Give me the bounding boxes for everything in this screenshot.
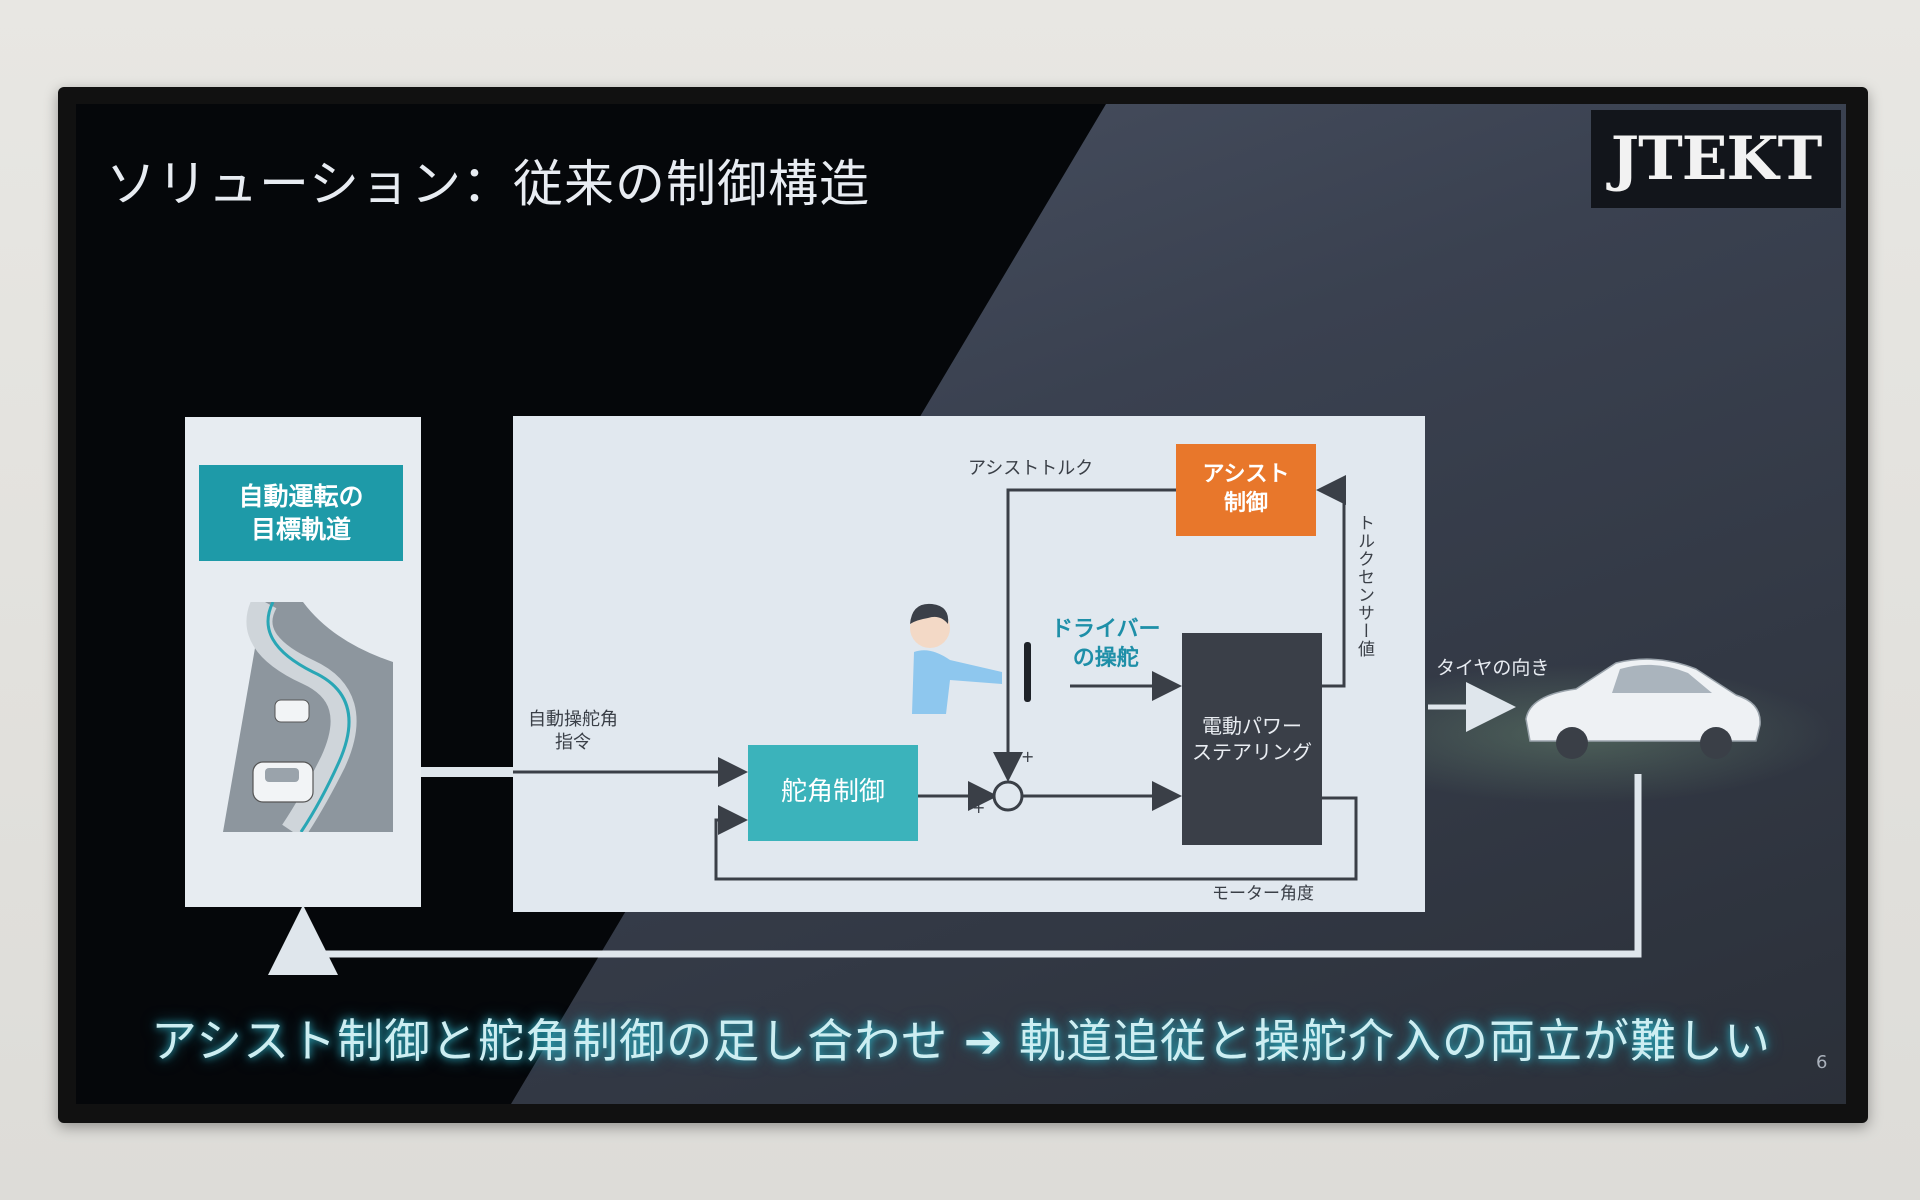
control-flow-lines [268,475,1642,975]
torque-sensor-label: トルクセンサー値 [1354,514,1374,658]
tire-direction-label: タイヤの向き [1436,657,1550,679]
assist-control-text: アシスト 制御 [1202,462,1290,516]
assist-torque-line [993,488,1176,782]
road-illustration-icon [223,602,393,832]
target-trajectory-label: 自動運転の 目標軌道 [199,465,403,561]
target-trajectory-panel: 自動運転の 目標軌道 [185,417,421,907]
page-number: 6 [1816,1052,1828,1073]
steering-wheel-icon [1024,642,1031,702]
assist-torque-label: アシストトルク [968,458,1094,479]
torque-sensor-line [1316,475,1346,688]
slide-screen: ソリューション：従来の制御構造 JTEKT 自動運転の 目標軌道 [76,104,1846,1104]
driver-steering-label: ドライバー の操舵 [1051,617,1161,671]
logo-text: JTEKT [1610,124,1823,194]
target-trajectory-text: 自動運転の 目標軌道 [238,482,364,544]
motor-angle-label: モーター角度 [1212,884,1314,904]
summing-junction-icon [992,780,1024,812]
assist-control-box: アシスト 制御 [1176,444,1316,536]
electric-power-steering-box: 電動パワー ステアリング [1182,633,1322,845]
slide-title: ソリューション：従来の制御構造 [106,155,870,213]
bottom-statement: アシスト制御と舵角制御の足し合わせ ➔ 軌道追従と操舵介入の両立が難しい [151,1014,1771,1068]
steering-angle-command-label: 自動操舵角 指令 [528,709,618,754]
motor-angle-feedback-line [714,796,1358,881]
logo: JTEKT [1591,110,1841,208]
plus-sign-left: + [972,798,986,817]
steering-angle-control-box: 舵角制御 [748,745,918,841]
driver-icon [910,603,1031,714]
outer-feedback-line [268,774,1642,975]
car-large-icon [252,761,314,803]
car-icon [1525,658,1761,759]
plus-sign-top: + [1021,747,1035,766]
steering-angle-control-text: 舵角制御 [780,777,885,808]
car-small-icon [274,699,310,723]
electric-power-steering-text: 電動パワー ステアリング [1192,714,1312,764]
